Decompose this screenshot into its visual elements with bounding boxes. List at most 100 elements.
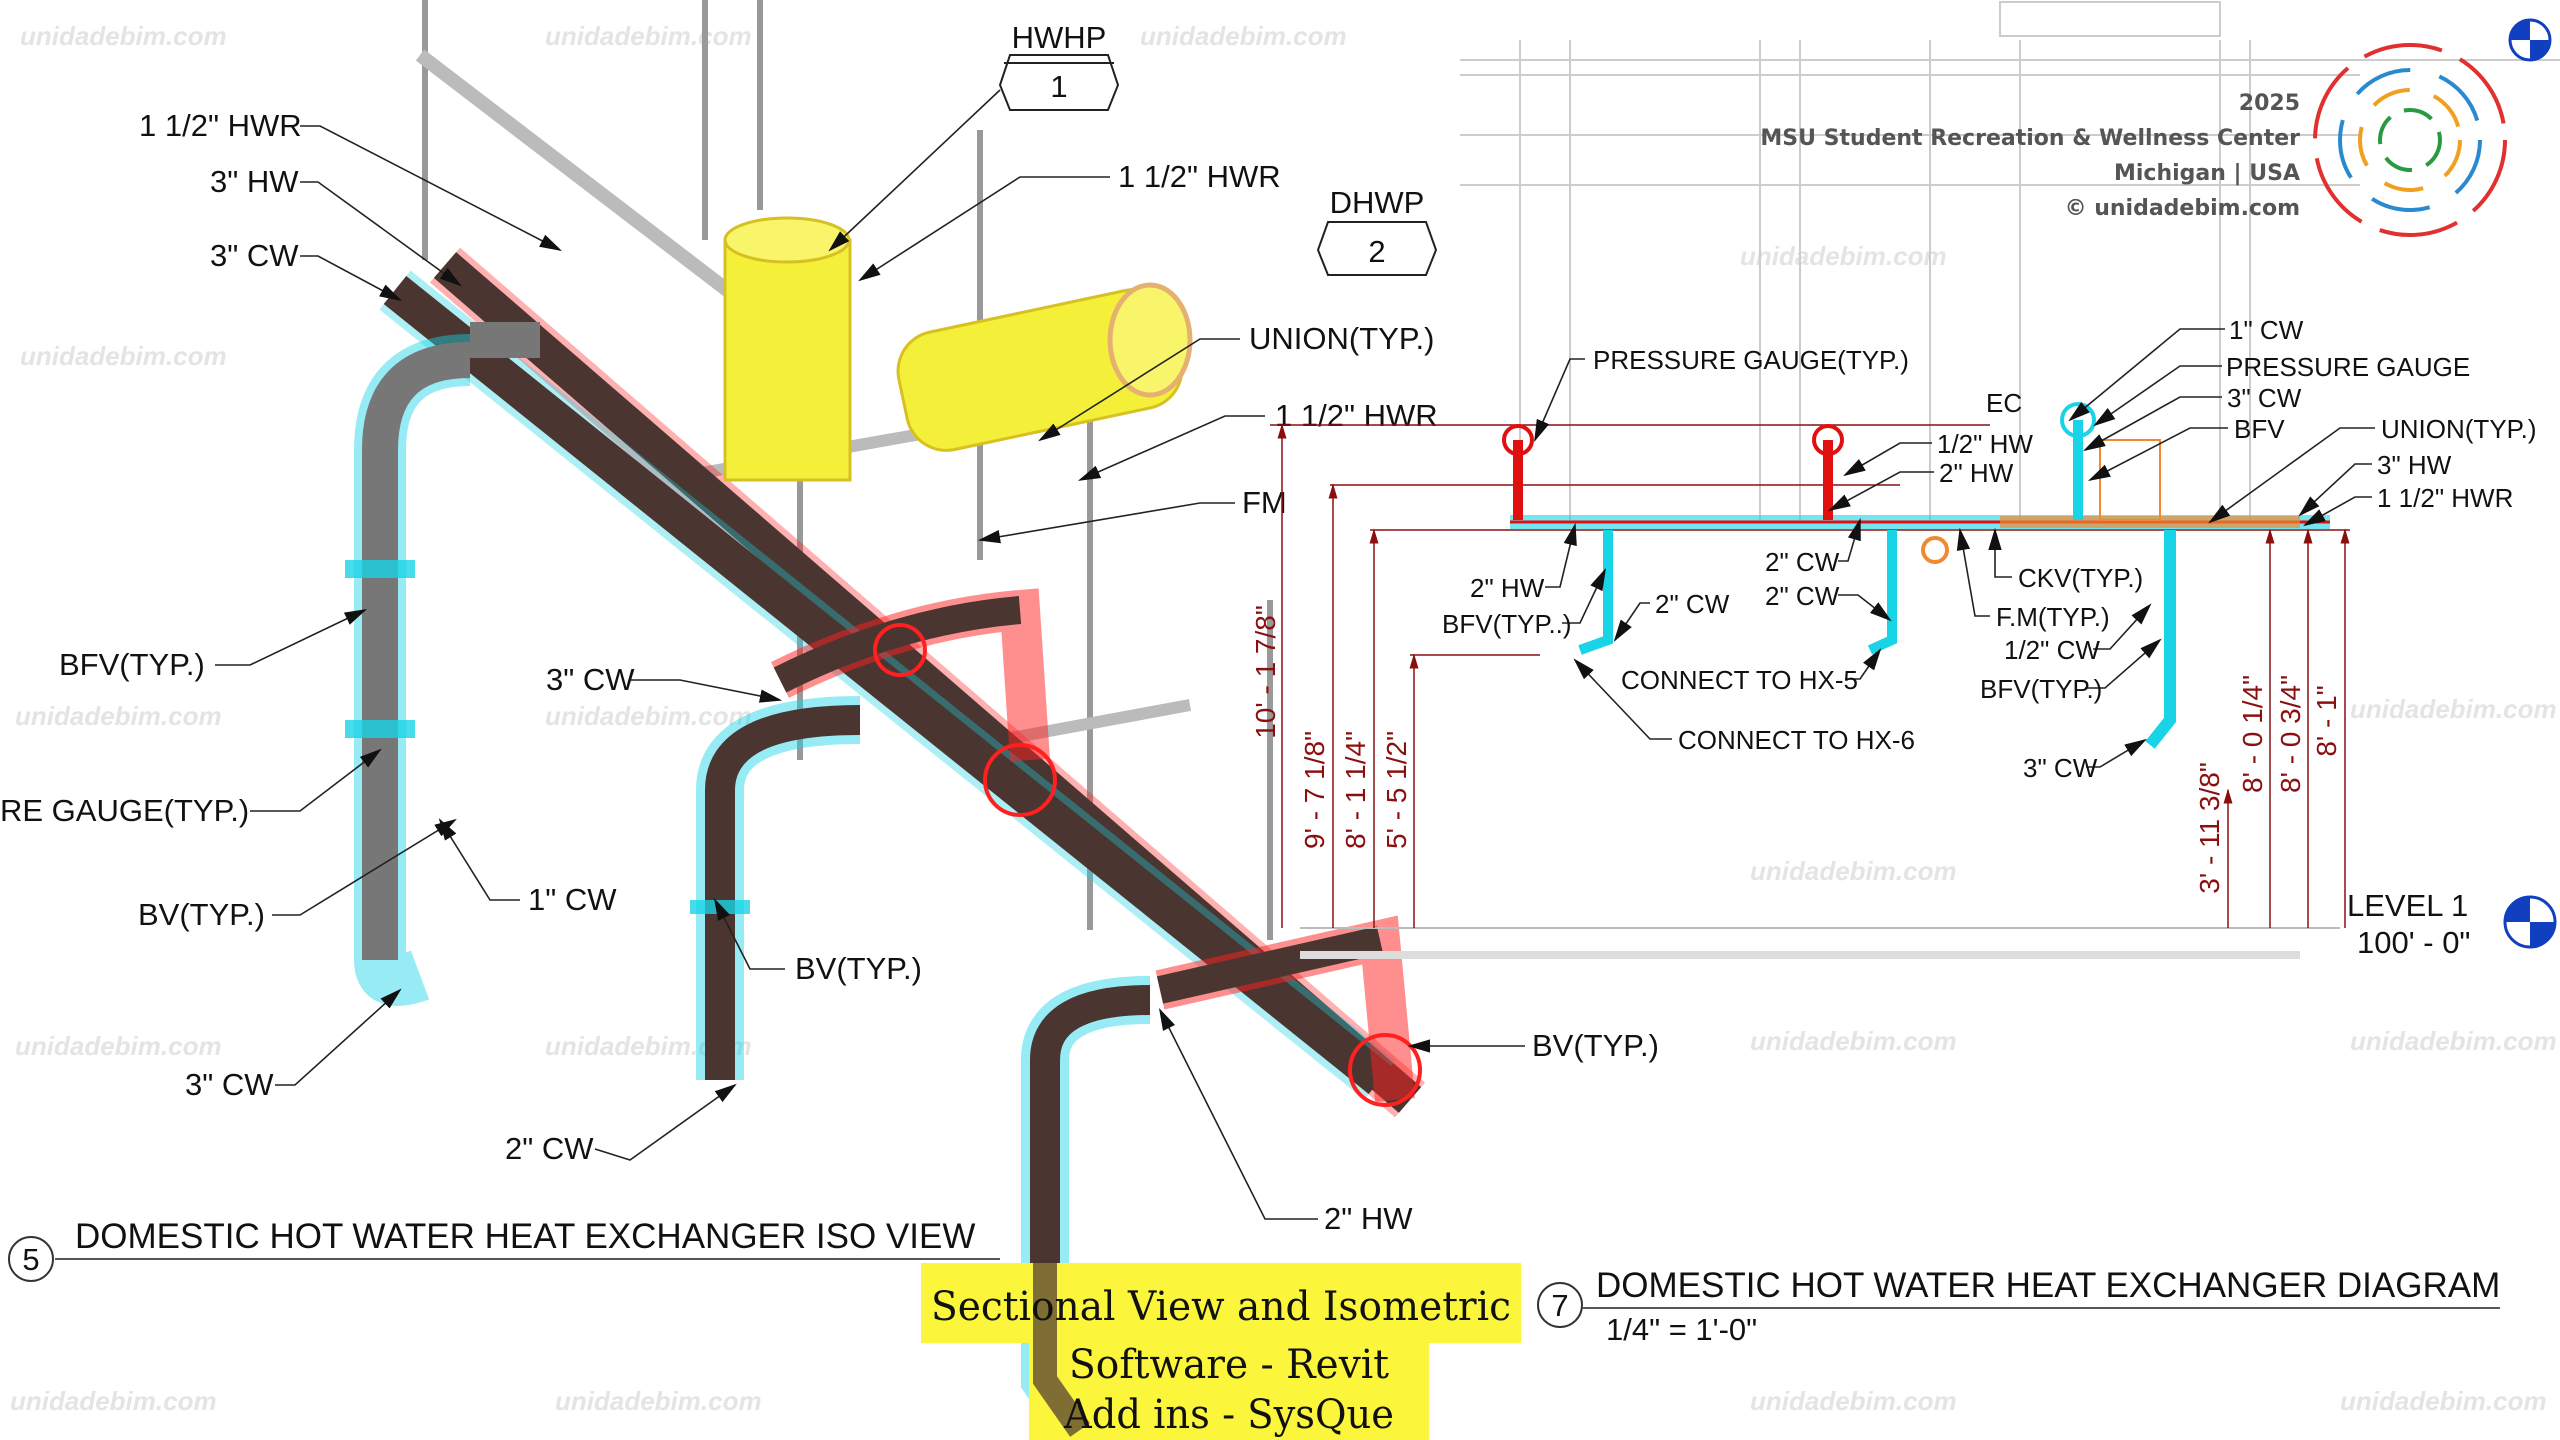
banner-line: Add ins - SysQue [1063,1392,1394,1438]
tag-hwhp: HWHP 1 [998,20,1120,111]
pipe-label: EC [1986,388,2022,418]
pipe-label: BV(TYP.) [795,951,922,986]
dimension-text: 9' - 7 1/8" [1299,731,1330,849]
watermark: unidadebim.com [2340,1386,2547,1416]
dimension-text: 8' - 0 1/4" [2237,675,2268,793]
pipe-label: CONNECT TO HX-6 [1678,725,1915,755]
view-title: DOMESTIC HOT WATER HEAT EXCHANGER DIAGRA… [1596,1266,2500,1305]
tag-name: HWHP [1012,20,1107,55]
watermark: unidadebim.com [20,341,227,371]
view-title: DOMESTIC HOT WATER HEAT EXCHANGER ISO VI… [75,1217,975,1256]
pipe-label: 3" CW [546,662,635,697]
watermark: unidadebim.com [1140,21,1347,51]
pipe-label: CKV(TYP.) [2018,563,2143,593]
pipe-label: 2" CW [505,1131,594,1166]
watermarks: unidadebim.com unidadebim.com unidadebim… [10,21,2557,1416]
pipe-label: PRESSURE GAUGE(TYP.) [1593,345,1909,375]
level-marker: LEVEL 1 100' - 0" [2347,888,2557,960]
watermark: unidadebim.com [1750,1026,1957,1056]
pipe-label: 2" HW [1939,458,2014,488]
watermark: unidadebim.com [10,1386,217,1416]
dimension-text: 5' - 5 1/2" [1381,731,1412,849]
pipe-label: BFV(TYP.) [1980,674,2102,704]
software-banner: Sectional View and Isometric Software - … [921,1260,1521,1440]
credit-location: Michigan | USA [2114,161,2300,186]
tag-dhwp: DHWP 2 [1316,185,1438,276]
pipe-label: 1" CW [528,882,617,917]
project-credits: 2025 MSU Student Recreation & Wellness C… [1760,91,2300,221]
pipe-label: RE GAUGE(TYP.) [0,793,249,828]
iso-labels: 1 1/2" HWR 3" HW 3" CW 1 1/2" HWR UNION(… [0,89,1659,1236]
watermark: unidadebim.com [555,1386,762,1416]
pipe-label: 1" CW [2229,315,2304,345]
watermark: unidadebim.com [15,1031,222,1061]
banner-line: Software - Revit [1069,1342,1389,1388]
dimension-text: 3' - 11 3/8" [2194,762,2225,894]
pipe-label: UNION(TYP.) [1249,321,1434,356]
pipe-label: 2" CW [1765,581,1840,611]
diagram-title: 7 DOMESTIC HOT WATER HEAT EXCHANGER DIAG… [1537,1266,2500,1347]
dimensions: 10' - 1 7/8" 9' - 7 1/8" 8' - 1 1/4" 5' … [1250,423,2350,928]
watermark: unidadebim.com [545,21,752,51]
view-scale: 1/4" = 1'-0" [1606,1312,1757,1347]
pipe-label: 3" CW [2227,383,2302,413]
pipe-label: BFV(TYP.) [59,647,205,682]
dhwp-pump [896,282,1193,452]
diagram-labels: PRESSURE GAUGE(TYP.) EC 1" CW PRESSURE G… [1442,315,2537,783]
pipe-label: 3" CW [210,238,299,273]
pipe-label: 1 1/2" HWR [1118,159,1281,194]
pipe-label: 1/2" CW [2004,635,2100,665]
credit-year: 2025 [2239,91,2300,116]
pipe-label: FM [1242,485,1287,520]
tag-number: 2 [1368,234,1385,269]
pipe-label: UNION(TYP.) [2381,414,2537,444]
credit-project: MSU Student Recreation & Wellness Center [1760,126,2300,151]
tag-name: DHWP [1330,185,1425,220]
dimension-text: 8' - 1" [2311,685,2342,756]
pipe-label: 2" CW [1655,589,1730,619]
watermark: unidadebim.com [15,701,222,731]
tag-number: 1 [1050,69,1067,104]
iso-view-title: 5 DOMESTIC HOT WATER HEAT EXCHANGER ISO … [8,1217,1000,1282]
pipe-label: BFV(TYP..) [1442,609,1572,639]
pipe-label: 3" CW [185,1067,274,1102]
dimension-text: 8' - 1 1/4" [1340,731,1371,849]
pipe-label: F.M(TYP.) [1996,602,2110,632]
diagram-pipework [1502,402,2330,749]
watermark: unidadebim.com [2350,694,2557,724]
dimension-text: 10' - 1 7/8" [1250,605,1281,739]
view-number: 5 [22,1242,39,1277]
pipe-label: 1 1/2" HWR [2377,483,2513,513]
pipe-label: 1 1/2" HWR [139,108,302,143]
watermark: unidadebim.com [20,21,227,51]
diagram-reference-lines [1270,424,2350,656]
hwhp-pump [723,216,852,482]
company-logo [2313,18,2552,237]
pipe-label: BV(TYP.) [138,897,265,932]
pipe-label: BFV [2234,414,2285,444]
watermark: unidadebim.com [545,701,752,731]
pipe-label: PRESSURE GAUGE [2226,352,2470,382]
pipe-label: BV(TYP.) [1532,1028,1659,1063]
credit-copyright: © unidadebim.com [2065,196,2300,221]
pipe-label: CONNECT TO HX-5 [1621,665,1858,695]
pipe-label: 2" HW [1470,573,1545,603]
pipe-label: 2" HW [1324,1201,1413,1236]
level-name: LEVEL 1 [2347,888,2468,923]
view-number: 7 [1551,1288,1568,1323]
banner-line: Sectional View and Isometric [931,1284,1511,1330]
pipe-label: 1/2" HW [1937,429,2033,459]
pipe-label: 3" HW [2377,450,2452,480]
watermark: unidadebim.com [1750,1386,1957,1416]
watermark: unidadebim.com [1740,241,1947,271]
watermark: unidadebim.com [2350,1026,2557,1056]
pipe-label: 3" HW [210,164,299,199]
pipe-label: 2" CW [1765,547,1840,577]
pipe-label: 1 1/2" HWR [1275,398,1438,433]
watermark: unidadebim.com [1750,856,1957,886]
dimension-text: 8' - 0 3/4" [2275,675,2306,793]
iso-pipework [345,0,1426,1440]
fitting-icons [873,623,1422,1107]
pipe-label: 3" CW [2023,753,2098,783]
